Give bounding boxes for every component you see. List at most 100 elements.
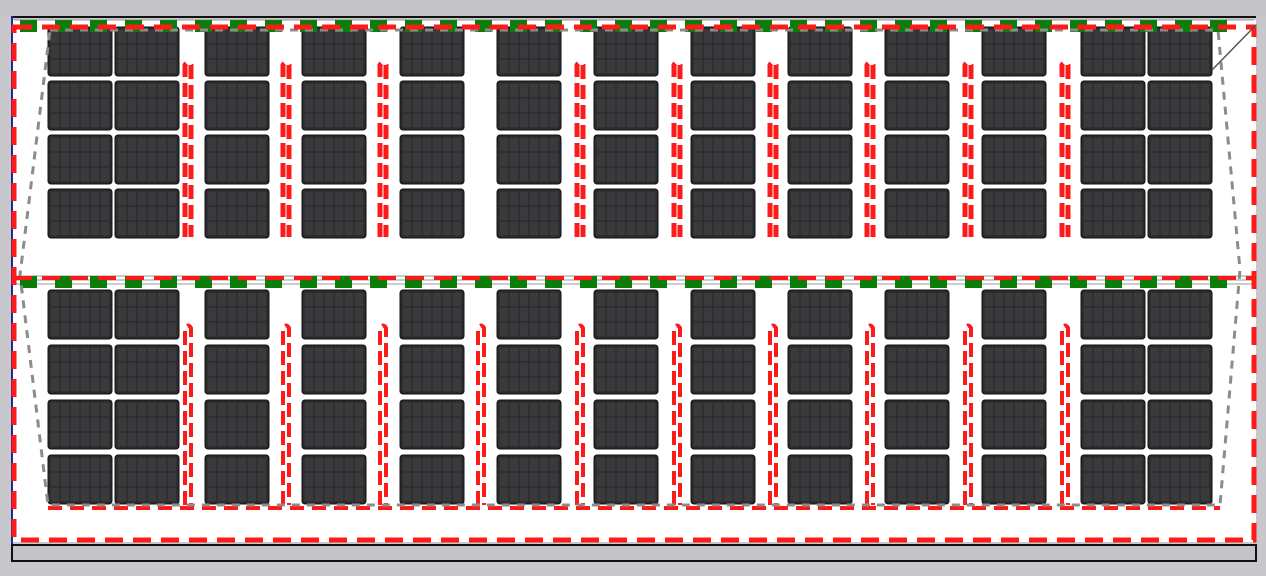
panel-cell	[334, 29, 344, 44]
panel-cell	[137, 113, 147, 128]
panel-cell	[703, 402, 713, 417]
panel-cell	[606, 221, 616, 236]
panel-cell	[442, 221, 452, 236]
panel-cell	[887, 191, 897, 206]
solar-panel	[204, 289, 270, 340]
panel-cell	[442, 44, 452, 59]
panel-cell	[840, 292, 850, 307]
panel-cell	[887, 472, 897, 487]
solar-panel	[884, 454, 950, 505]
panel-cell	[917, 191, 927, 206]
panel-cell	[646, 347, 656, 362]
panel-cell	[1024, 29, 1034, 44]
panel-cell	[897, 472, 907, 487]
panel-cell	[60, 29, 70, 44]
panel-cell	[800, 472, 810, 487]
panel-cell	[897, 457, 907, 472]
panel-cell	[432, 167, 442, 182]
panel-cell	[227, 206, 237, 221]
panel-cell	[314, 152, 324, 167]
panel-cell	[1170, 206, 1180, 221]
panel-cell	[743, 83, 753, 98]
string-cable-loop	[574, 60, 586, 237]
panel-cell	[217, 432, 227, 447]
panel-cell	[147, 377, 157, 392]
panel-cell	[90, 152, 100, 167]
panel-cell	[1133, 472, 1143, 487]
panel-cell	[693, 472, 703, 487]
panel-cell	[344, 137, 354, 152]
panel-cell	[994, 167, 1004, 182]
panel-cell	[733, 402, 743, 417]
panel-cell	[1170, 347, 1180, 362]
panel-cell	[529, 98, 539, 113]
panel-cell	[840, 487, 850, 502]
panel-cell	[137, 137, 147, 152]
panel-cell	[334, 347, 344, 362]
panel-cell	[646, 113, 656, 128]
solar-panel	[884, 134, 950, 185]
panel-cell	[137, 191, 147, 206]
string-cable-loop	[183, 323, 193, 505]
solar-panel	[787, 80, 853, 131]
panel-cell	[800, 347, 810, 362]
panel-cell	[907, 377, 917, 392]
panel-cell	[314, 292, 324, 307]
panel-cell	[830, 137, 840, 152]
panel-cell	[247, 98, 257, 113]
panel-cell	[790, 44, 800, 59]
panel-cell	[70, 362, 80, 377]
panel-cell	[840, 152, 850, 167]
panel-cell	[646, 206, 656, 221]
panel-cell	[790, 322, 800, 337]
panel-cell	[70, 167, 80, 182]
panel-cell	[937, 432, 947, 447]
panel-cell	[790, 113, 800, 128]
panel-cell	[127, 59, 137, 74]
panel-cell	[344, 432, 354, 447]
panel-cell	[314, 137, 324, 152]
panel-cell	[167, 83, 177, 98]
panel-cell	[402, 487, 412, 502]
panel-cell	[1093, 487, 1103, 502]
panel-cell	[1024, 83, 1034, 98]
panel-cell	[790, 29, 800, 44]
panel-cell	[1004, 417, 1014, 432]
panel-cell	[713, 457, 723, 472]
panel-cell	[147, 432, 157, 447]
panel-cell	[1123, 221, 1133, 236]
panel-cell	[432, 221, 442, 236]
panel-cell	[207, 152, 217, 167]
panel-cell	[422, 83, 432, 98]
panel-cell	[713, 137, 723, 152]
solar-panel	[981, 134, 1047, 185]
panel-cell	[646, 432, 656, 447]
panel-cell	[247, 347, 257, 362]
panel-cell	[499, 322, 509, 337]
panel-cell	[703, 137, 713, 152]
panel-cell	[1200, 347, 1210, 362]
panel-cell	[549, 472, 559, 487]
panel-cell	[743, 29, 753, 44]
panel-cell	[1123, 83, 1133, 98]
solar-panel	[496, 454, 562, 505]
panel-cell	[207, 457, 217, 472]
solar-panel	[593, 26, 659, 77]
panel-cell	[304, 191, 314, 206]
panel-cell	[167, 167, 177, 182]
panel-cell	[117, 59, 127, 74]
panel-cell	[442, 29, 452, 44]
panel-cell	[147, 322, 157, 337]
panel-cell	[237, 432, 247, 447]
panel-cell	[800, 152, 810, 167]
panel-cell	[636, 402, 646, 417]
panel-cell	[840, 377, 850, 392]
panel-cell	[442, 472, 452, 487]
panel-cell	[626, 292, 636, 307]
panel-cell	[820, 402, 830, 417]
panel-cell	[1083, 402, 1093, 417]
panel-cell	[790, 417, 800, 432]
solar-panel	[301, 80, 367, 131]
panel-cell	[713, 113, 723, 128]
